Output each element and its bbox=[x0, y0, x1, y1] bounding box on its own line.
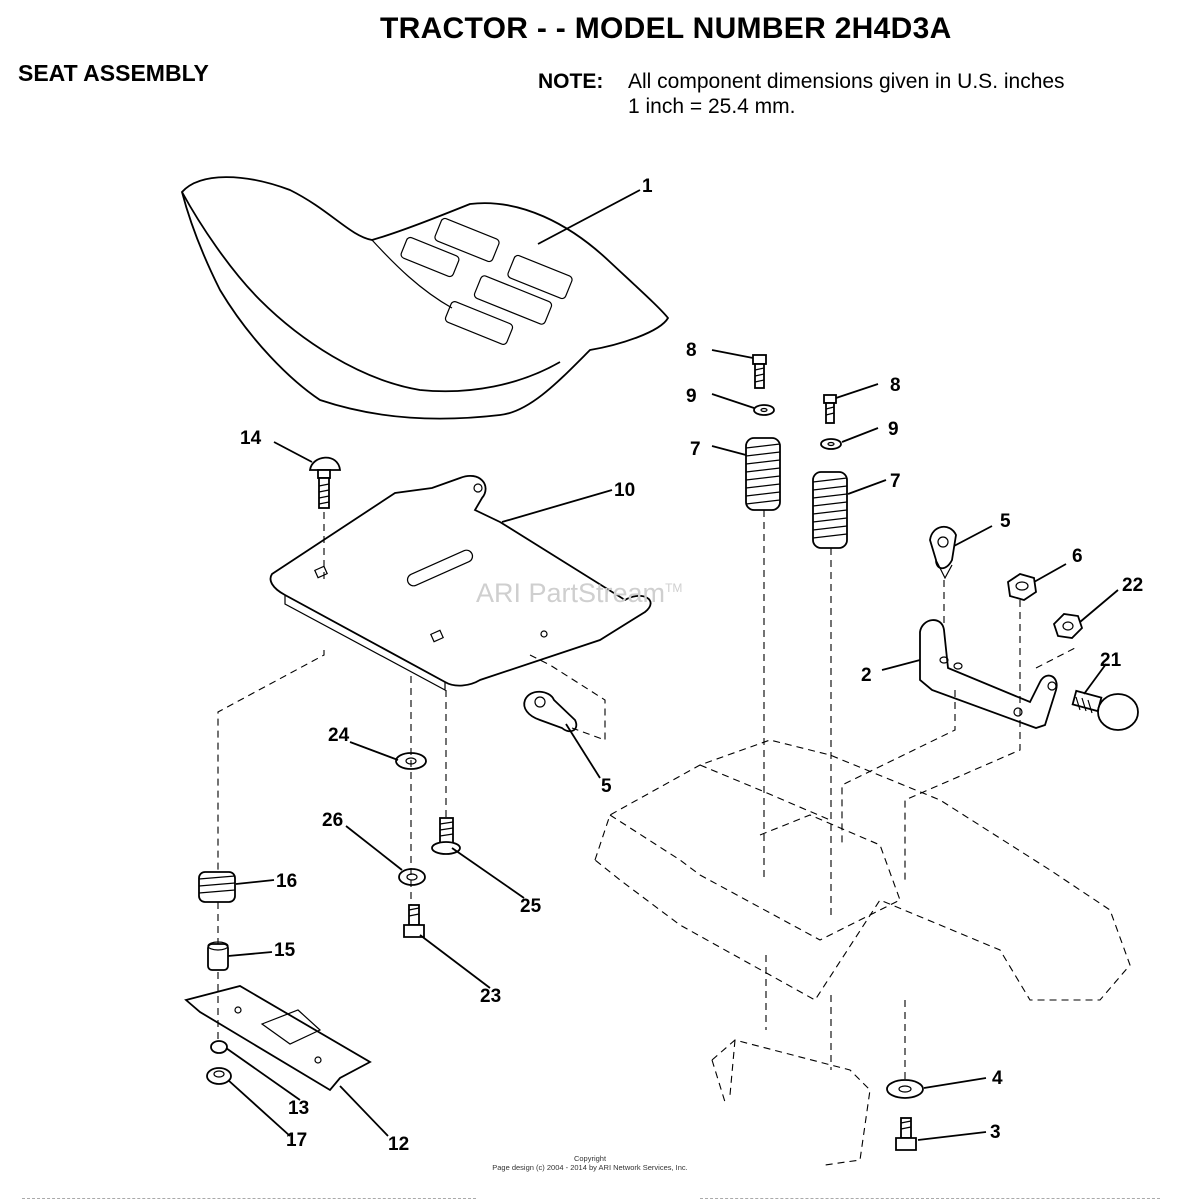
callout-23: 23 bbox=[480, 986, 501, 1007]
section-title: SEAT ASSEMBLY bbox=[18, 60, 209, 86]
callout-5a: 5 bbox=[1000, 511, 1011, 532]
note-line-2: 1 inch = 25.4 mm. bbox=[628, 95, 796, 118]
washer-part-26[interactable] bbox=[398, 868, 426, 886]
washer-part-left[interactable] bbox=[753, 404, 775, 416]
callout-5b: 5 bbox=[601, 776, 612, 797]
callout-21: 21 bbox=[1100, 650, 1122, 671]
watermark: ARI PartStreamTM bbox=[476, 578, 682, 609]
callout-8b: 8 bbox=[890, 375, 901, 396]
seat-clip-part-lower[interactable] bbox=[523, 690, 578, 733]
seat-pan-part[interactable] bbox=[269, 475, 652, 692]
callout-4: 4 bbox=[992, 1068, 1003, 1089]
seat-bracket-part[interactable] bbox=[919, 619, 1058, 729]
lock-nut-part[interactable] bbox=[1052, 613, 1084, 639]
spring-part-right[interactable] bbox=[812, 471, 848, 549]
hex-bolt-part-23[interactable] bbox=[403, 904, 425, 938]
callout-10: 10 bbox=[614, 480, 635, 501]
callout-9b: 9 bbox=[888, 419, 899, 440]
assembly-guides bbox=[217, 510, 1076, 1082]
spring-part-16[interactable] bbox=[198, 871, 236, 903]
callout-17: 17 bbox=[286, 1130, 307, 1151]
hex-bolt-part-3[interactable] bbox=[895, 1117, 917, 1151]
adjustment-knob-part[interactable] bbox=[1071, 689, 1139, 731]
spring-part-left[interactable] bbox=[745, 437, 781, 511]
callout-2: 2 bbox=[861, 665, 872, 686]
page-divider-left bbox=[22, 1198, 476, 1199]
mount-plate-part[interactable] bbox=[184, 985, 372, 1092]
callout-7a: 7 bbox=[690, 439, 701, 460]
note-label: NOTE: bbox=[538, 70, 604, 93]
callout-6: 6 bbox=[1072, 546, 1083, 567]
callout-22: 22 bbox=[1122, 575, 1143, 596]
tractor-frame bbox=[594, 739, 1131, 1166]
callout-26: 26 bbox=[322, 810, 343, 831]
seat-clip-part-upper[interactable] bbox=[929, 526, 957, 580]
note-line-1: All component dimensions given in U.S. i… bbox=[628, 70, 1065, 93]
carriage-bolt-part[interactable] bbox=[308, 456, 342, 509]
washer-part-right[interactable] bbox=[820, 438, 842, 450]
copyright-footer: Copyright Page design (c) 2004 - 2014 by… bbox=[0, 1154, 1180, 1172]
callout-24: 24 bbox=[328, 725, 350, 746]
trademark-mark: TM bbox=[665, 581, 683, 595]
callout-3: 3 bbox=[990, 1122, 1001, 1143]
spacer-part[interactable] bbox=[207, 941, 229, 971]
diagram-title: TRACTOR - - MODEL NUMBER 2H4D3A bbox=[380, 12, 952, 45]
leader-lines bbox=[225, 189, 1119, 1141]
callout-7b: 7 bbox=[890, 471, 901, 492]
hex-nut-part[interactable] bbox=[1007, 573, 1037, 601]
seat-bolt-part-left[interactable] bbox=[752, 354, 767, 389]
washer-part-4[interactable] bbox=[886, 1079, 924, 1099]
seat-bolt-part-right[interactable] bbox=[823, 394, 837, 424]
copyright-line-2: Page design (c) 2004 - 2014 by ARI Netwo… bbox=[492, 1163, 688, 1172]
callout-25: 25 bbox=[520, 896, 542, 917]
callout-9a: 9 bbox=[686, 386, 697, 407]
nut-part-13[interactable] bbox=[210, 1040, 228, 1054]
shoulder-bolt-part[interactable] bbox=[431, 817, 461, 855]
callout-12: 12 bbox=[388, 1134, 409, 1155]
callout-15: 15 bbox=[274, 940, 296, 961]
copyright-line-1: Copyright bbox=[573, 1154, 607, 1163]
callout-16: 16 bbox=[276, 871, 297, 892]
seat-part[interactable] bbox=[181, 176, 670, 420]
callout-8a: 8 bbox=[686, 340, 697, 361]
page-divider-right bbox=[700, 1198, 1160, 1199]
watermark-text: ARI PartStream bbox=[476, 578, 666, 608]
callout-14: 14 bbox=[240, 428, 262, 449]
flange-nut-part[interactable] bbox=[206, 1067, 232, 1085]
callout-13: 13 bbox=[288, 1098, 309, 1119]
callout-1: 1 bbox=[642, 176, 653, 197]
callouts: 1 10 14 8 9 7 8 9 7 5 6 22 21 2 5 24 26 … bbox=[240, 176, 1143, 1155]
